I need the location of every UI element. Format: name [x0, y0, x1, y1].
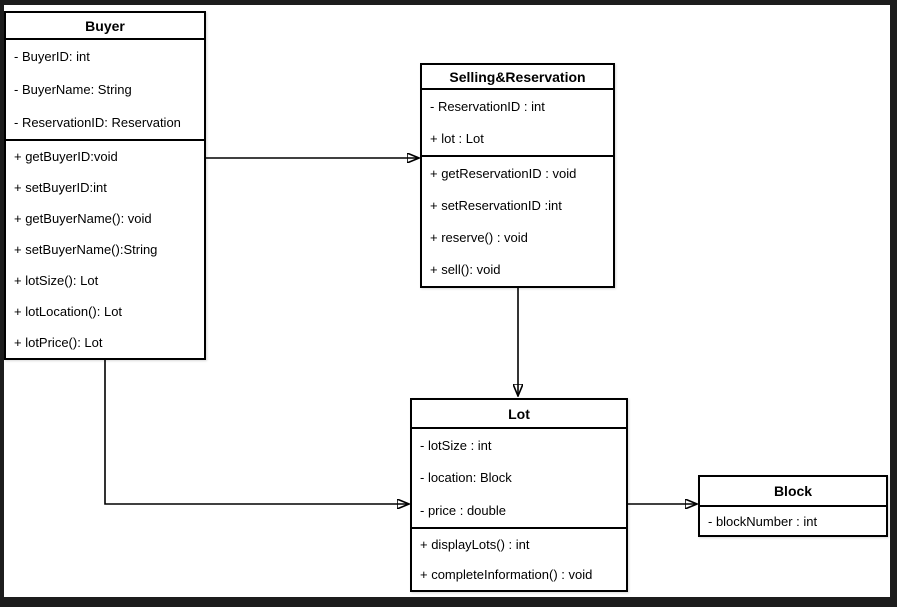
class-title-block: Block [700, 477, 886, 507]
class-member: + lotLocation(): Lot [14, 304, 123, 319]
class-member: + setBuyerID:int [14, 180, 107, 195]
class-member: + getBuyerID:void [14, 149, 118, 164]
class-member: + getReservationID : void [430, 165, 577, 181]
class-box-sellingreservation[interactable]: Selling&Reservation - ReservationID : in… [420, 63, 615, 288]
class-member: - BuyerName: String [14, 82, 132, 97]
class-member: + lotSize(): Lot [14, 273, 99, 288]
class-member: + getBuyerName(): void [14, 211, 152, 226]
buyer-attributes-section: - BuyerID: int - BuyerName: String - Reser… [6, 40, 204, 141]
class-member: + setBuyerName():String [14, 242, 158, 257]
frame-border-top [0, 0, 897, 5]
sellingreservation-methods-section: + getReservationID : void + setReservatio… [422, 157, 613, 286]
class-member: - blockNumber : int [708, 513, 818, 529]
class-member: - BuyerID: int [14, 49, 90, 64]
class-member: + lotPrice(): Lot [14, 335, 103, 350]
class-member: + sell(): void [430, 262, 501, 278]
class-box-buyer[interactable]: Buyer - BuyerID: int- BuyerName: String-… [4, 11, 206, 360]
class-member: - ReservationID: Reservation [14, 115, 181, 130]
class-box-block[interactable]: Block - blockNumber : int [698, 475, 888, 537]
association-buyer-to-lot [104, 360, 408, 504]
class-title-buyer: Buyer [6, 13, 204, 40]
class-member: - ReservationID : int [430, 98, 545, 114]
lot-methods-section: + displayLots() : int + completeInformati… [412, 529, 626, 590]
class-member: - lotSize : int [420, 437, 492, 453]
block-attributes-section: - blockNumber : int [700, 507, 886, 535]
class-member: - location: Block [420, 470, 512, 486]
class-member: + setReservationID :int [430, 197, 562, 213]
frame-border-right [890, 0, 897, 607]
frame-border-left [0, 0, 4, 607]
class-box-lot[interactable]: Lot - lotSize : int - location: Block - pr… [410, 398, 628, 592]
sellingreservation-attributes-section: - ReservationID : int + lot : Lot [422, 90, 613, 157]
class-member: + completeInformation() : void [420, 567, 593, 583]
class-member: + displayLots() : int [420, 536, 530, 552]
lot-attributes-section: - lotSize : int - location: Block - price … [412, 429, 626, 529]
class-title-sellingreservation: Selling&Reservation [422, 65, 613, 90]
class-member: + reserve() : void [430, 230, 528, 246]
buyer-methods-section: + getBuyerID:void + setBuyerID:int + getBu… [6, 141, 204, 358]
class-member: + lot : Lot [430, 131, 484, 147]
class-title-lot: Lot [412, 400, 626, 429]
frame-border-bottom [0, 597, 897, 607]
class-member: - price : double [420, 503, 506, 519]
